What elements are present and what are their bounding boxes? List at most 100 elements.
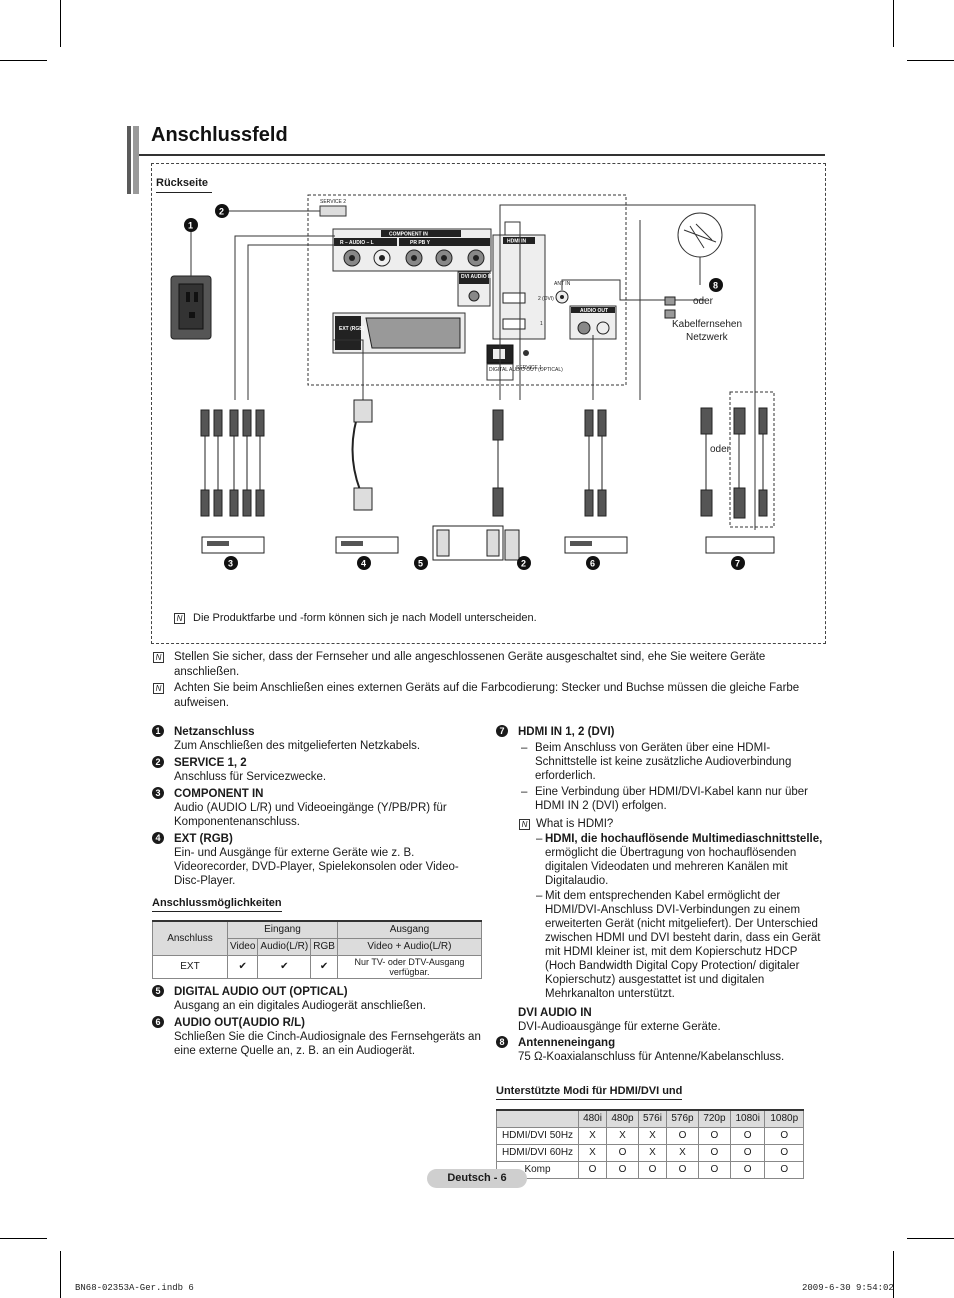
modes-table: 480i 480p 576i 576p 720p 1080i 1080p HDM… — [496, 1109, 804, 1179]
audio-out-label: AUDIO OUT — [580, 308, 608, 314]
hdmi-port1-label: 1 — [540, 321, 543, 327]
callout-7: 7 — [735, 559, 740, 569]
table-cell: O — [729, 1127, 766, 1145]
oder-label-2: oder — [710, 444, 731, 455]
item-number: 8 — [496, 1036, 508, 1048]
hdmi-bullet-text: Eine Verbindung über HDMI/DVI-Kabel kann… — [535, 786, 808, 812]
device-settop — [705, 536, 775, 554]
modes-col: 576i — [637, 1109, 668, 1128]
item-desc: Zum Anschließen des mitgelieferten Netzk… — [174, 740, 421, 752]
diagram-note: N Die Produktfarbe und -form können sich … — [174, 612, 537, 624]
hdmi-dvi-text: Mit dem entsprechenden Kabel ermöglicht … — [545, 890, 821, 1000]
table-cell: O — [729, 1161, 766, 1179]
diagram-note-text: Die Produktfarbe und -form können sich j… — [193, 612, 537, 624]
dvi-title: DVI AUDIO IN — [518, 1007, 592, 1019]
hdmi-rest: ermöglicht die Übertragung von hochauflö… — [545, 847, 797, 887]
pbpry-label: PR PB Y — [410, 240, 431, 246]
hdmi-in-label: HDMI IN — [507, 239, 527, 245]
modes-col: 480p — [606, 1109, 639, 1128]
dash-marker: – — [521, 742, 528, 754]
right-column: 7 HDMI IN 1, 2 (DVI) – Beim Anschluss vo… — [496, 725, 826, 1179]
callout-8: 8 — [713, 281, 718, 291]
note-text: Stellen Sie sicher, dass der Fernseher u… — [174, 651, 766, 678]
item-title: EXT (RGB) — [174, 833, 233, 845]
dvi-audio-in-label: DVI AUDIO IN — [461, 274, 493, 280]
crop-mark — [60, 1251, 61, 1298]
crop-mark — [907, 60, 954, 61]
modes-col — [496, 1109, 579, 1128]
callout-1: 1 — [188, 221, 193, 231]
table-cell: O — [577, 1161, 608, 1179]
crop-mark — [907, 1238, 954, 1239]
item-title: HDMI IN 1, 2 (DVI) — [518, 726, 615, 738]
title-accent-bar — [133, 126, 139, 194]
hdmi-bullet: – Beim Anschluss von Geräten über eine H… — [496, 741, 826, 783]
table-cell: O — [666, 1161, 699, 1179]
antenna-icon — [677, 212, 723, 258]
table-cell: O — [764, 1161, 804, 1179]
item-desc: Anschluss für Servicezwecke. — [174, 771, 327, 783]
what-is-hdmi-text: What is HDMI? — [536, 818, 614, 830]
table-cell: X — [666, 1144, 699, 1162]
cable-network-label: Kabelfernsehen — [672, 319, 742, 330]
connection-table: Anschluss Eingang Ausgang Video Audio(L/… — [152, 920, 483, 979]
audio-lr-label: R – AUDIO – L — [340, 240, 374, 246]
item-title: Antenneneingang — [518, 1037, 616, 1049]
check-rgb: ✔ — [310, 955, 338, 979]
item-title: COMPONENT IN — [174, 788, 264, 800]
check-audio: ✔ — [257, 955, 312, 979]
service1-port — [523, 350, 529, 356]
dvi-audio-in-block: DVI AUDIO IN DVI-Audioausgänge für exter… — [496, 1006, 826, 1034]
item-component: 3 COMPONENT IN Audio (AUDIO L/R) und Vid… — [152, 787, 482, 829]
callout-5: 5 — [418, 559, 423, 569]
service1-label: SERVICE 1 — [516, 365, 542, 371]
item-number: 2 — [152, 756, 164, 768]
connection-diagram: SERVICE 2 COMPONENT IN R – AUDIO – L PR … — [170, 194, 775, 570]
table-cell: O — [606, 1144, 639, 1162]
item-antenna: 8 Antenneneingang 75 Ω-Koaxialanschluss … — [496, 1036, 826, 1064]
service2-port — [319, 205, 347, 217]
connection-heading: Anschlussmöglichkeiten — [152, 896, 282, 912]
item-service: 2 SERVICE 1, 2 Anschluss für Servicezwec… — [152, 756, 482, 784]
table-row: Komp O O O O O O O — [496, 1161, 804, 1179]
table-cell: O — [697, 1161, 731, 1179]
note-row: N Stellen Sie sicher, dass der Fernseher… — [153, 650, 813, 680]
item-number: 5 — [152, 985, 164, 997]
note-text: Achten Sie beim Anschließen eines extern… — [174, 682, 800, 709]
sub-video-audio: Video + Audio(L/R) — [336, 938, 483, 956]
ext-rgb-label: EXT (RGB) — [339, 326, 365, 332]
component-in-label: COMPONENT IN — [389, 232, 428, 238]
table-cell: HDMI/DVI 50Hz — [496, 1127, 579, 1145]
hdmi-port2-label: 2 (DVI) — [538, 296, 554, 302]
modes-heading: Unterstützte Modi für HDMI/DVI und — [496, 1084, 683, 1100]
table-cell: X — [577, 1127, 608, 1145]
table-cell: O — [697, 1127, 731, 1145]
hdmi-desc-2: – Mit dem entsprechenden Kabel ermöglich… — [496, 889, 826, 1001]
crop-mark — [60, 0, 61, 47]
note-icon: N — [153, 683, 164, 694]
table-row: HDMI/DVI 50Hz X X X O O O O — [496, 1127, 804, 1145]
dash-marker: – — [536, 890, 543, 902]
item-number: 3 — [152, 787, 164, 799]
item-title: DIGITAL AUDIO OUT (OPTICAL) — [174, 986, 348, 998]
hdmi-bold: HDMI, die hochauflösende Multimediaschni… — [545, 833, 823, 845]
callout-markers: 1 2 3 4 5 2 6 7 8 — [184, 204, 745, 570]
note-icon: N — [174, 613, 185, 624]
modes-col: 1080p — [764, 1109, 804, 1128]
diagram-frame — [151, 163, 826, 644]
left-column: 1 Netzanschluss Zum Anschließen des mitg… — [152, 725, 483, 1061]
crop-mark — [893, 0, 894, 47]
row-ext: EXT — [152, 955, 228, 979]
col-ausgang: Ausgang — [336, 920, 483, 939]
col-eingang: Eingang — [227, 920, 338, 939]
table-cell: O — [764, 1127, 804, 1145]
rear-label: Rückseite — [156, 177, 208, 189]
note-row: N Achten Sie beim Anschließen eines exte… — [153, 681, 813, 711]
table-cell: O — [697, 1144, 731, 1162]
table-cell: O — [606, 1161, 639, 1179]
note-icon: N — [519, 819, 530, 830]
optical-label: DIGITAL AUDIO OUT (OPTICAL) — [489, 367, 563, 373]
hdmi-bullet-text: Beim Anschluss von Geräten über eine HDM… — [535, 742, 792, 782]
callout-2: 2 — [219, 207, 224, 217]
dash-marker: – — [521, 786, 528, 798]
